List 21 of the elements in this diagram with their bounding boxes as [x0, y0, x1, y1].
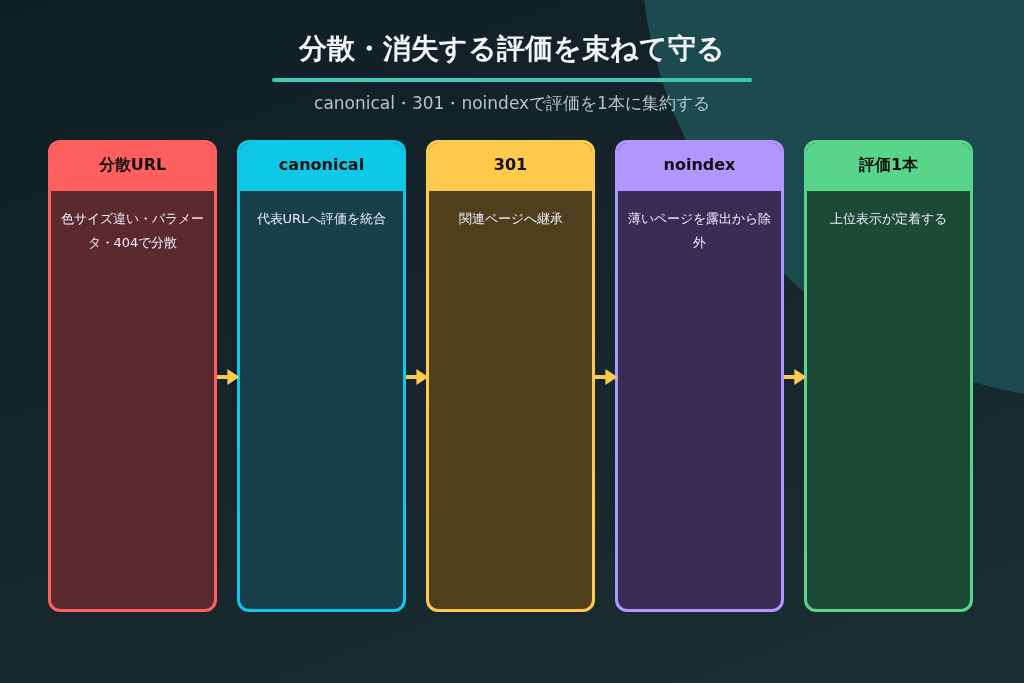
column-body-text: 代表URLへ評価を統合: [255, 210, 388, 228]
column-body-text: 色サイズ違い・パラメータ・404で分散: [60, 210, 205, 252]
column-header: 301: [429, 143, 592, 191]
column-header: canonical: [240, 143, 403, 191]
arrow: [406, 369, 429, 385]
step-column: [804, 140, 973, 612]
step-column: [426, 140, 595, 612]
step-column: [237, 140, 406, 612]
column-body-text: 上位表示が定着する: [829, 210, 948, 228]
column-body-text: 薄いページを露出から除外: [627, 210, 772, 252]
column-header: noindex: [618, 143, 781, 191]
column-body-text: 関連ページへ継承: [457, 210, 564, 228]
column-header: 評価1本: [807, 143, 970, 191]
step-column: [48, 140, 217, 612]
arrow: [595, 369, 618, 385]
subtitle: canonical・301・noindexで評価を1本に集約する: [313, 92, 711, 115]
step-column: [615, 140, 784, 612]
arrow: [217, 369, 240, 385]
arrow: [784, 369, 807, 385]
title: 分散・消失する評価を束ねて守る: [298, 31, 726, 67]
column-header: 分散URL: [51, 143, 214, 191]
